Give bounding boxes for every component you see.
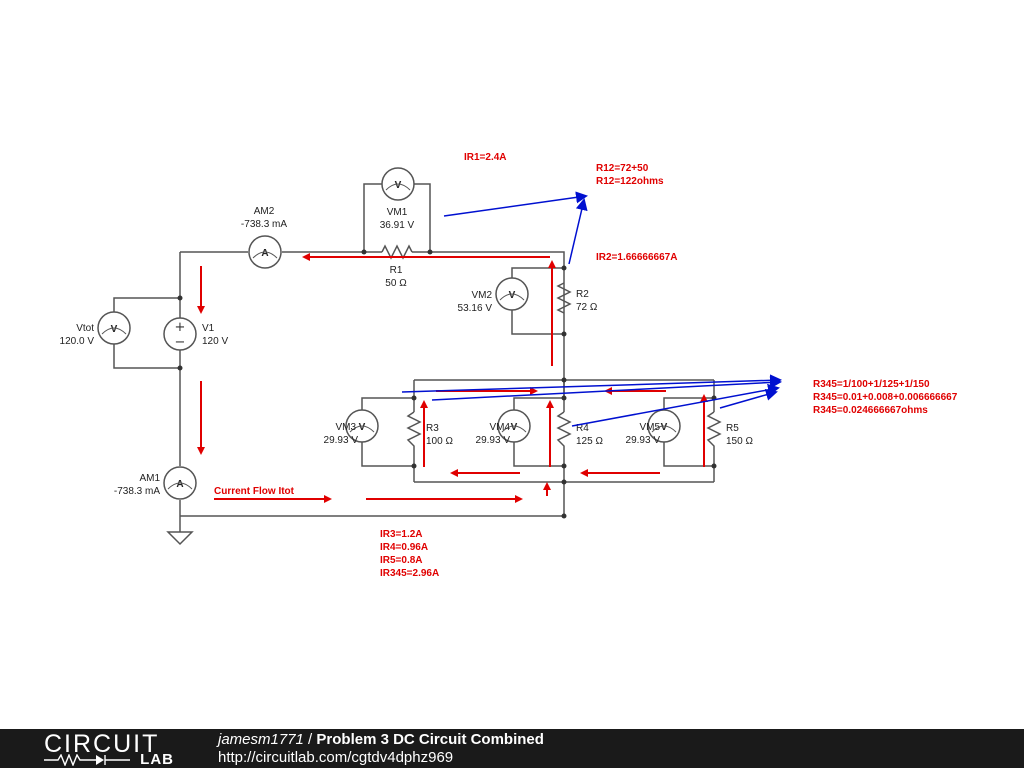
junctions [177, 249, 717, 519]
vm5-value: 29.93 V [626, 435, 661, 446]
note-r345-line1: R345=1/100+1/125+1/150 [813, 379, 930, 390]
v1-name: V1 [202, 323, 215, 334]
circuitlab-logo[interactable]: CIRCUIT LAB [44, 730, 174, 768]
voltmeter-vm2[interactable]: V [495, 277, 529, 311]
svg-text:V: V [359, 422, 366, 433]
note-ir4: IR4=0.96A [380, 542, 428, 553]
note-r345-line2: R345=0.01+0.008+0.006666667 [813, 392, 958, 403]
note-r345-line3: R345=0.024666667ohms [813, 405, 928, 416]
vm4-name: VM4 [489, 422, 510, 433]
svg-text:+: + [175, 320, 186, 335]
author-link[interactable]: jamesm1771 [218, 731, 304, 748]
resistor-r4[interactable] [556, 411, 572, 450]
r2-value: 72 Ω [576, 302, 598, 313]
note-current-flow: Current Flow Itot [214, 486, 295, 497]
r3-name: R3 [426, 423, 439, 434]
note-ir5: IR5=0.8A [380, 555, 423, 566]
am1-name: AM1 [139, 473, 160, 484]
circuit-title-line: jamesm1771 / Problem 3 DC Circuit Combin… [218, 731, 544, 748]
footer-bar: CIRCUIT LAB jamesm1771 / Problem 3 DC Ci… [0, 729, 1024, 768]
note-ir2: IR2=1.66666667A [596, 252, 677, 263]
vm2-name: VM2 [471, 290, 492, 301]
vm1-name: VM1 [387, 207, 408, 218]
vtot-name: Vtot [76, 323, 94, 334]
r5-name: R5 [726, 423, 739, 434]
pointer-arrows [401, 191, 782, 427]
svg-text:A: A [261, 248, 268, 259]
r1-value: 50 Ω [385, 278, 407, 289]
svg-text:A: A [176, 479, 183, 490]
voltmeter-vtot[interactable]: V [97, 311, 131, 345]
r3-value: 100 Ω [426, 436, 453, 447]
svg-text:V: V [111, 324, 118, 335]
r5-value: 150 Ω [726, 436, 753, 447]
voltmeter-vm1[interactable]: V [381, 167, 415, 201]
vm3-value: 29.93 V [324, 435, 359, 446]
voltmeter-vm3[interactable]: V [345, 409, 379, 443]
ground-icon [166, 531, 194, 546]
am2-value: -738.3 mA [241, 219, 287, 230]
vtot-value: 120.0 V [60, 336, 95, 347]
wires [113, 183, 715, 532]
am1-value: -738.3 mA [114, 486, 160, 497]
svg-text:V: V [509, 290, 516, 301]
logo-text-bottom: LAB [140, 751, 174, 768]
r1-name: R1 [390, 265, 403, 276]
vm5-name: VM5 [639, 422, 660, 433]
vm2-value: 53.16 V [458, 303, 493, 314]
vm1-value: 36.91 V [380, 220, 415, 231]
svg-text:−: − [175, 335, 186, 350]
circuit-schematic: A V V V + − V V V A A [60, 152, 958, 579]
resistor-diode-icon [44, 754, 130, 766]
note-ir3: IR3=1.2A [380, 529, 423, 540]
ammeter-am1[interactable]: A [163, 466, 197, 500]
svg-text:V: V [511, 422, 518, 433]
voltmeter-vm5[interactable]: V [647, 409, 681, 443]
am2-name: AM2 [254, 206, 275, 217]
svg-text:V: V [661, 422, 668, 433]
r4-value: 125 Ω [576, 436, 603, 447]
note-r12-line1: R12=72+50 [596, 163, 649, 174]
voltmeter-vm4[interactable]: V [497, 409, 531, 443]
circuit-url[interactable]: http://circuitlab.com/cgtdv4dphz969 [218, 749, 454, 766]
v1-value: 120 V [202, 336, 228, 347]
current-arrows [197, 253, 708, 503]
vm3-name: VM3 [335, 422, 356, 433]
vm4-value: 29.93 V [476, 435, 511, 446]
logo-text-top: CIRCUIT [44, 730, 160, 758]
title-separator: / [303, 731, 317, 748]
voltage-source-v1[interactable]: + − [163, 317, 197, 351]
resistor-r2[interactable] [556, 282, 572, 314]
svg-text:V: V [395, 180, 402, 191]
r2-name: R2 [576, 289, 589, 300]
resistor-r1[interactable] [381, 244, 413, 260]
logo-bottom-row: LAB [44, 751, 174, 768]
resistor-r3[interactable] [406, 411, 422, 450]
r4-name: R4 [576, 423, 589, 434]
circuit-title[interactable]: Problem 3 DC Circuit Combined [316, 731, 544, 748]
note-ir1: IR1=2.4A [464, 152, 507, 163]
note-r12-line2: R12=122ohms [596, 176, 664, 187]
resistor-r5[interactable] [706, 411, 722, 450]
ammeter-am2[interactable]: A [248, 235, 282, 269]
note-ir345: IR345=2.96A [380, 568, 439, 579]
